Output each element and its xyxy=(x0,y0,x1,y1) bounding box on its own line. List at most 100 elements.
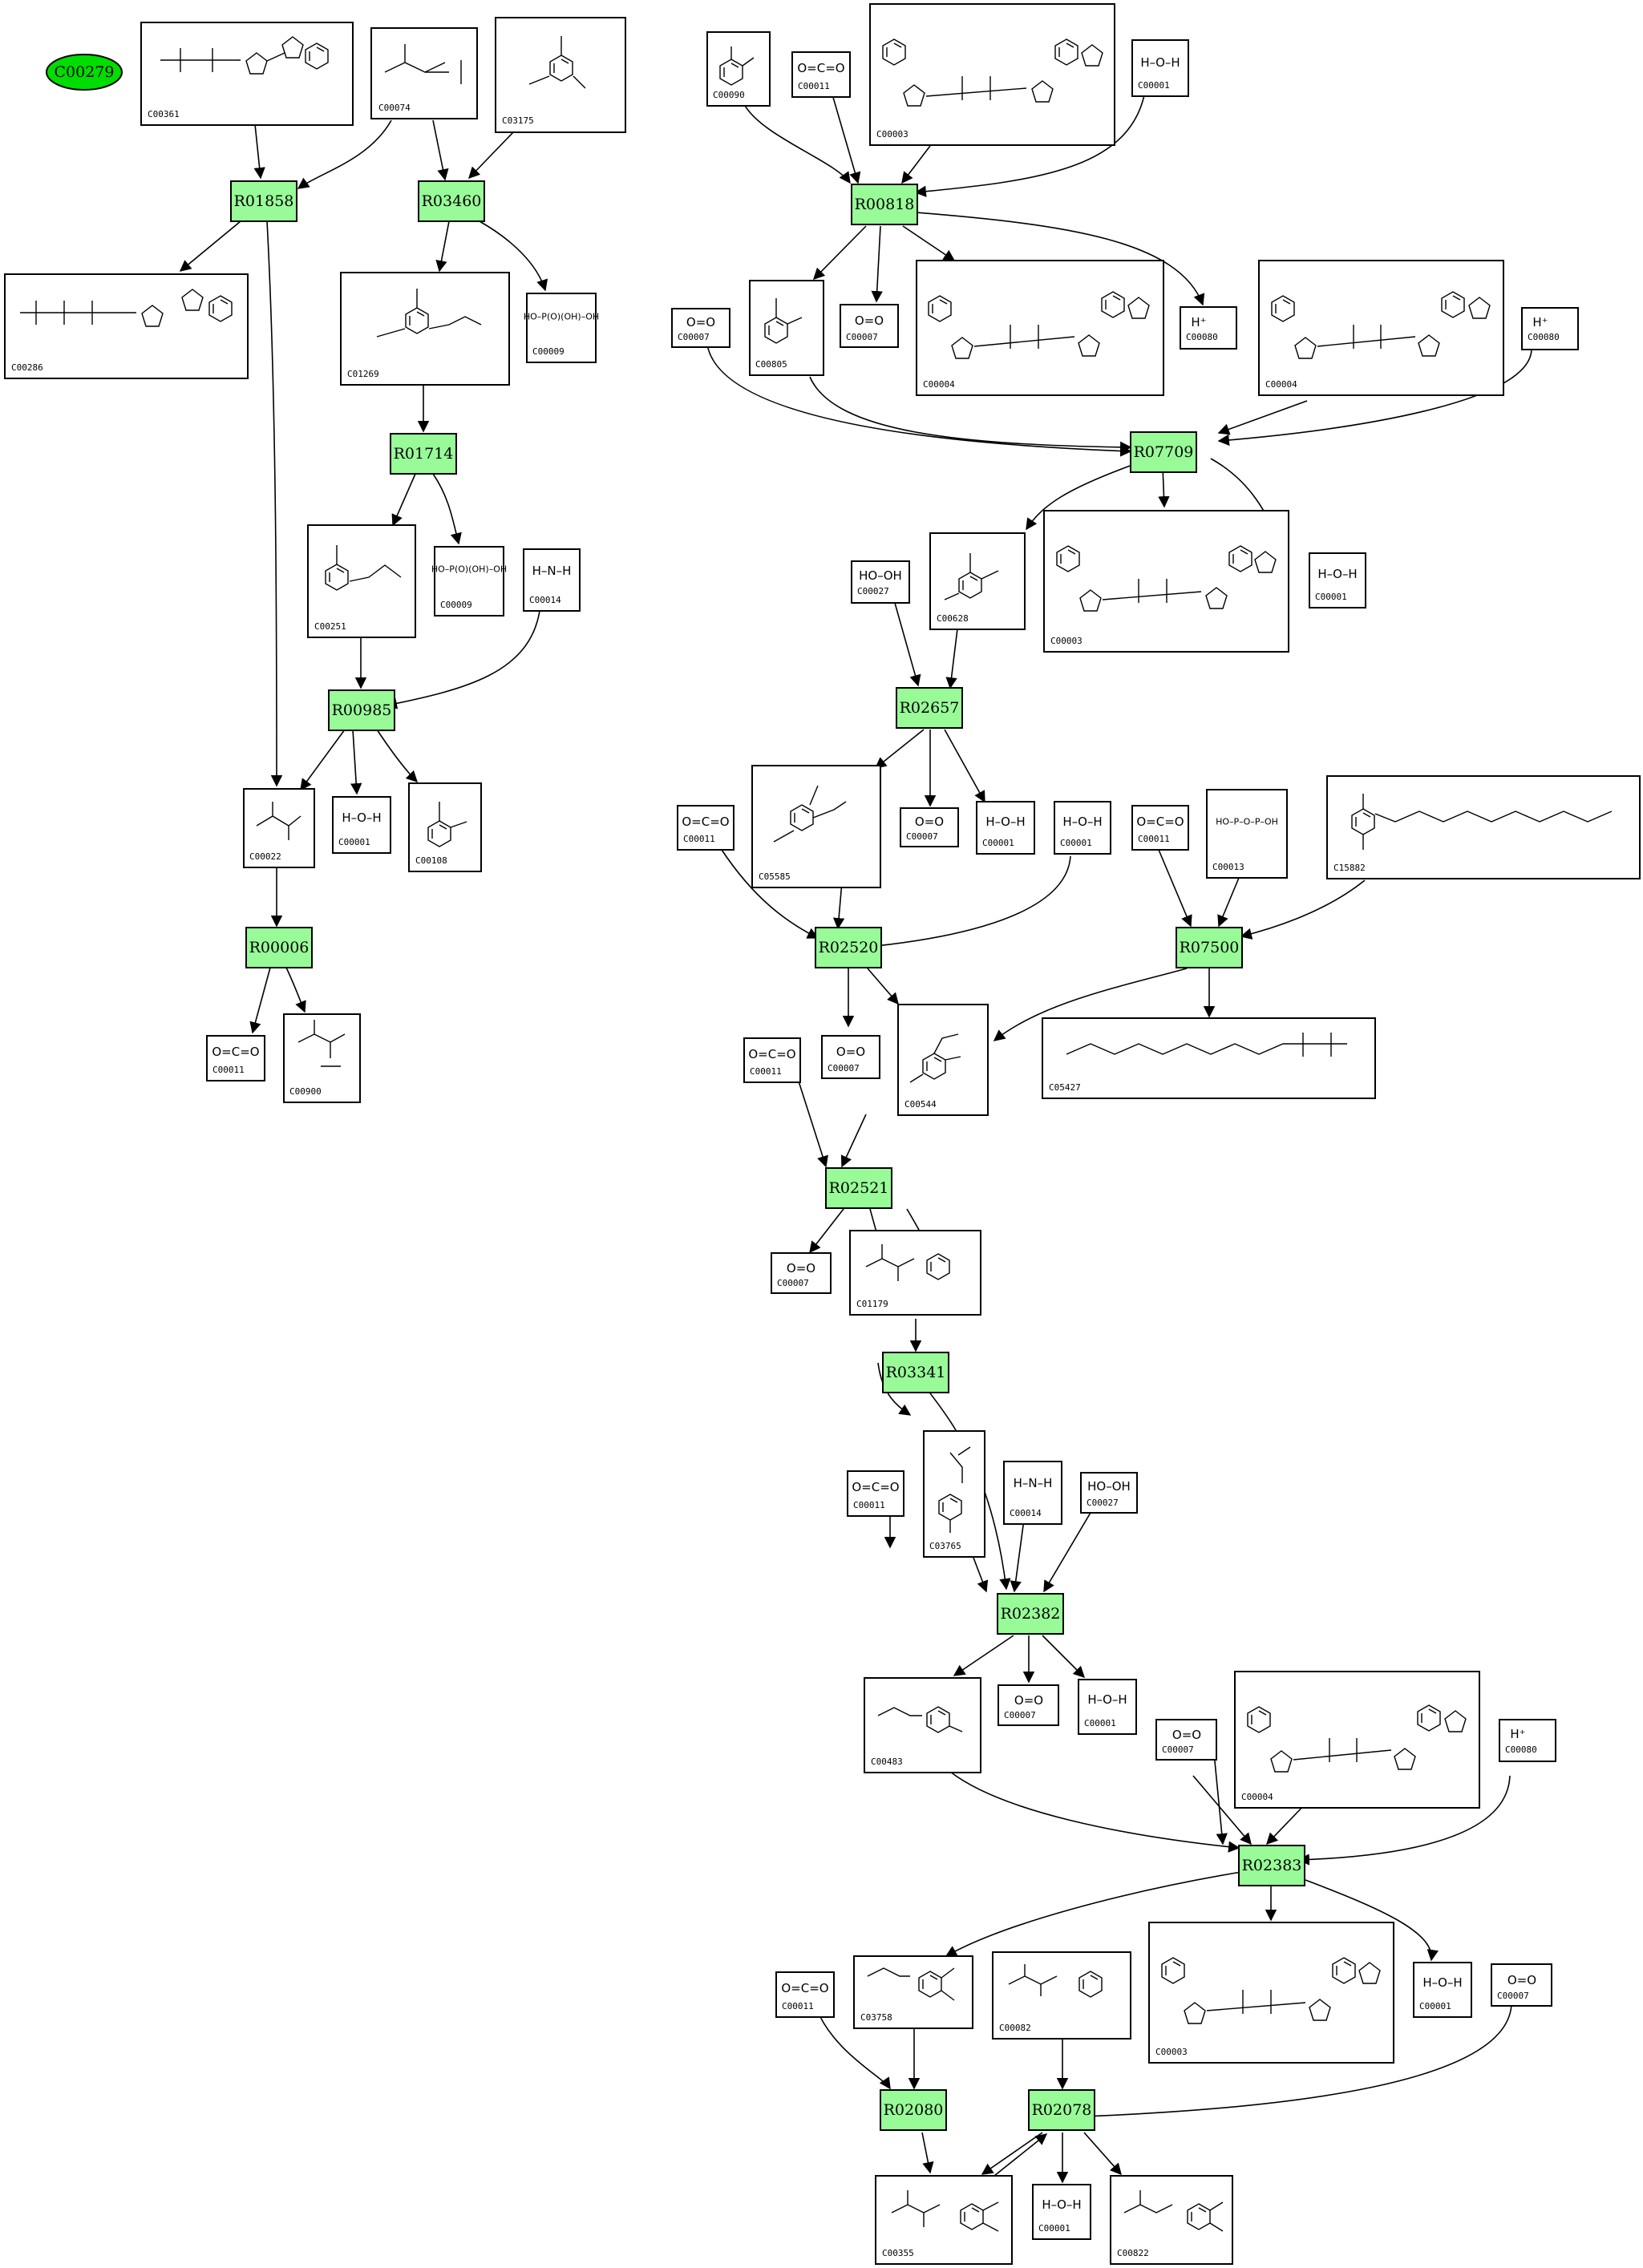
compound-c00007[interactable]: O=O C00007 xyxy=(1155,1719,1217,1761)
compound-c00001[interactable]: H–O–H C00001 xyxy=(976,801,1035,855)
compound-c00082[interactable]: C00082 xyxy=(992,1951,1131,2040)
compound-c00011[interactable]: O=C=O C00011 xyxy=(1131,805,1189,851)
compound-c03758[interactable]: C03758 xyxy=(853,1955,973,2029)
compound-c00080[interactable]: H⁺ C00080 xyxy=(1180,306,1237,350)
compound-c00003[interactable]: C00003 xyxy=(1043,510,1289,653)
compound-c05585[interactable]: C05585 xyxy=(751,765,881,888)
compound-c00011[interactable]: O=C=O C00011 xyxy=(206,1035,265,1081)
compound-c00027[interactable]: HO–OH C00027 xyxy=(1080,1472,1138,1514)
compound-id: C00013 xyxy=(1212,862,1244,872)
compound-c00483[interactable]: C00483 xyxy=(864,1677,981,1773)
compound-c00001[interactable]: H–O–H C00001 xyxy=(1413,1962,1472,2018)
compound-c00007[interactable]: O=O C00007 xyxy=(900,807,959,847)
start-node-c00279[interactable]: C00279 xyxy=(46,54,123,91)
compound-c00013[interactable]: HO–P–O–P–OH C00013 xyxy=(1206,789,1288,879)
phosphate-formula: HO–P(O)(OH)–OH xyxy=(431,564,507,575)
structure-drawing xyxy=(865,1244,950,1281)
reaction-r07500[interactable]: R07500 xyxy=(1176,927,1243,968)
structure-drawing xyxy=(891,2190,999,2232)
reaction-r03341[interactable]: R03341 xyxy=(882,1352,949,1393)
compound-c00004[interactable]: C00004 xyxy=(916,260,1164,396)
compound-c00004[interactable]: C00004 xyxy=(1258,260,1504,396)
compound-c00108[interactable]: C00108 xyxy=(408,782,482,872)
compound-id: C00251 xyxy=(314,621,346,632)
reaction-r07709[interactable]: R07709 xyxy=(1130,431,1197,473)
structure-drawing xyxy=(1008,1964,1103,1998)
reaction-r01858[interactable]: R01858 xyxy=(230,180,297,222)
compound-c00805[interactable]: C00805 xyxy=(749,280,824,376)
reaction-r02382[interactable]: R02382 xyxy=(997,1593,1064,1635)
compound-c00001[interactable]: H–O–H C00001 xyxy=(332,796,391,854)
reaction-r00006[interactable]: R00006 xyxy=(245,927,313,968)
compound-c00007[interactable]: O=O C00007 xyxy=(821,1035,880,1079)
compound-id: C00001 xyxy=(1060,838,1092,848)
compound-id: C00027 xyxy=(857,586,889,596)
compounds: C00361 C00074 C03175 C00286 C01269 xyxy=(4,3,1641,2265)
compound-id: C00007 xyxy=(1497,1991,1529,2001)
compound-c03765[interactable]: C03765 xyxy=(923,1430,985,1558)
compound-id: C00001 xyxy=(1084,1718,1116,1728)
compound-id: C00355 xyxy=(882,2248,914,2258)
compound-c00361[interactable]: C00361 xyxy=(140,22,354,126)
reaction-r02657[interactable]: R02657 xyxy=(896,687,963,729)
reaction-r00818[interactable]: R00818 xyxy=(851,184,918,225)
compound-c00009[interactable]: HO–P(O)(OH)–OH C00009 xyxy=(431,546,507,617)
compound-c00822[interactable]: C00822 xyxy=(1110,2175,1233,2265)
compound-c00001[interactable]: H–O–H C00001 xyxy=(1309,552,1366,608)
compound-c00003[interactable]: C00003 xyxy=(1148,1922,1394,2064)
compound-c00027[interactable]: HO–OH C00027 xyxy=(851,560,910,604)
ammonia-formula: H–N–H xyxy=(1014,1476,1053,1490)
reaction-r02520[interactable]: R02520 xyxy=(815,927,882,968)
compound-c00251[interactable]: C00251 xyxy=(307,524,416,638)
compound-c00007[interactable]: O=O C00007 xyxy=(771,1252,832,1294)
compound-id: C15882 xyxy=(1333,863,1366,873)
compound-c00014[interactable]: H–N–H C00014 xyxy=(523,548,581,612)
compound-c01179[interactable]: C01179 xyxy=(849,1230,981,1316)
compound-c00011[interactable]: O=C=O C00011 xyxy=(677,805,734,851)
compound-id: C00001 xyxy=(1138,80,1170,91)
compound-c00001[interactable]: H–O–H C00001 xyxy=(1078,1679,1137,1735)
compound-c00007[interactable]: O=O C00007 xyxy=(671,308,730,348)
compound-c03175[interactable]: C03175 xyxy=(495,17,626,133)
compound-c00014[interactable]: H–N–H C00014 xyxy=(1003,1461,1062,1525)
reaction-r02521[interactable]: R02521 xyxy=(825,1167,892,1209)
compound-c00004[interactable]: C00004 xyxy=(1234,1671,1480,1809)
compound-c00001[interactable]: H–O–H C00001 xyxy=(1032,2184,1091,2240)
compound-c00011[interactable]: O=C=O C00011 xyxy=(791,51,851,98)
compound-id: C00004 xyxy=(923,379,955,390)
compound-c00286[interactable]: C00286 xyxy=(4,273,249,379)
reaction-r02080[interactable]: R02080 xyxy=(880,2089,947,2131)
compound-c00011[interactable]: O=C=O C00011 xyxy=(847,1470,904,1517)
compound-c00009[interactable]: HO–P(O)(OH)–OH C00009 xyxy=(524,293,599,363)
compound-c00080[interactable]: H⁺ C00080 xyxy=(1521,307,1579,350)
compound-c00355[interactable]: C00355 xyxy=(875,2175,1013,2265)
compound-c00011[interactable]: O=C=O C00011 xyxy=(775,1971,835,2018)
reaction-label: R02382 xyxy=(1001,1605,1061,1623)
reaction-r03460[interactable]: R03460 xyxy=(418,180,485,222)
reaction-r00985[interactable]: R00985 xyxy=(328,689,395,731)
compound-c00001[interactable]: H–O–H C00001 xyxy=(1131,39,1189,97)
reaction-label: R02521 xyxy=(829,1179,889,1197)
reaction-r02078[interactable]: R02078 xyxy=(1028,2089,1095,2131)
compound-c00011[interactable]: O=C=O C00011 xyxy=(743,1037,801,1083)
compound-c00007[interactable]: O=O C00007 xyxy=(840,304,899,348)
compound-c00007[interactable]: O=O C00007 xyxy=(1491,1963,1552,2007)
compound-c00003[interactable]: C00003 xyxy=(869,3,1115,146)
compound-c00544[interactable]: C00544 xyxy=(897,1004,989,1116)
compound-c00628[interactable]: C00628 xyxy=(929,532,1026,630)
structure-drawing xyxy=(325,545,402,591)
compound-c00900[interactable]: C00900 xyxy=(283,1013,361,1103)
compound-c00022[interactable]: C00022 xyxy=(243,788,315,868)
compound-c01269[interactable]: C01269 xyxy=(340,272,510,386)
compound-c00001[interactable]: H–O–H C00001 xyxy=(1054,801,1111,855)
compound-c00080[interactable]: H⁺ C00080 xyxy=(1499,1719,1556,1762)
reaction-r01714[interactable]: R01714 xyxy=(390,433,457,475)
compound-c05427[interactable]: C05427 xyxy=(1042,1017,1376,1099)
compound-c15882[interactable]: C15882 xyxy=(1326,775,1641,879)
reaction-r02383[interactable]: R02383 xyxy=(1238,1845,1305,1886)
compound-c00074[interactable]: C00074 xyxy=(370,27,478,119)
compound-c00007[interactable]: O=O C00007 xyxy=(998,1684,1059,1726)
compound-id: C00011 xyxy=(798,81,830,91)
compound-id: C00628 xyxy=(937,613,969,624)
compound-c00090[interactable]: C00090 xyxy=(706,31,771,107)
